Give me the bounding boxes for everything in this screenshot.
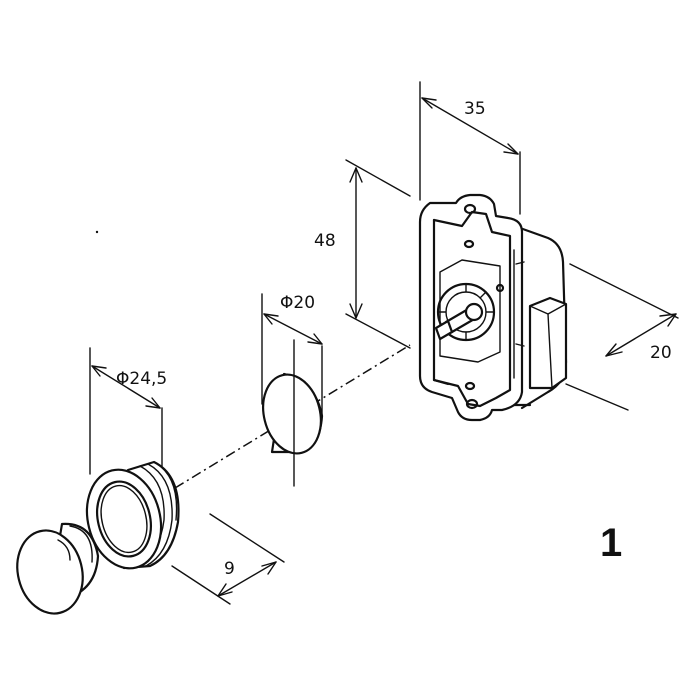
lock-body xyxy=(418,193,568,422)
dimension-rose-diameter: Φ24,5 xyxy=(89,347,167,475)
push-button xyxy=(16,522,100,615)
speck xyxy=(95,230,99,234)
dim-rose-diameter-label: Φ24,5 xyxy=(116,369,167,389)
dimension-rose-depth: 9 xyxy=(171,513,285,605)
dimension-hole-diameter: Φ20 xyxy=(261,293,323,487)
dimension-width: 35 xyxy=(419,81,521,215)
latch-bolt xyxy=(528,296,568,390)
escutcheon-disc xyxy=(262,372,324,455)
dim-width-label: 35 xyxy=(464,99,486,119)
dim-hole-diameter-label: Φ20 xyxy=(280,293,315,313)
dim-depth-label: 20 xyxy=(650,343,672,363)
dimension-depth: 20 xyxy=(565,263,679,411)
dim-height-label: 48 xyxy=(314,231,336,251)
dimension-height: 48 xyxy=(314,159,411,349)
rose-sleeve xyxy=(85,460,180,570)
dim-rose-depth-label: 9 xyxy=(224,559,235,579)
figure-number: 1 xyxy=(600,521,622,565)
center-axis-line xyxy=(174,344,411,489)
